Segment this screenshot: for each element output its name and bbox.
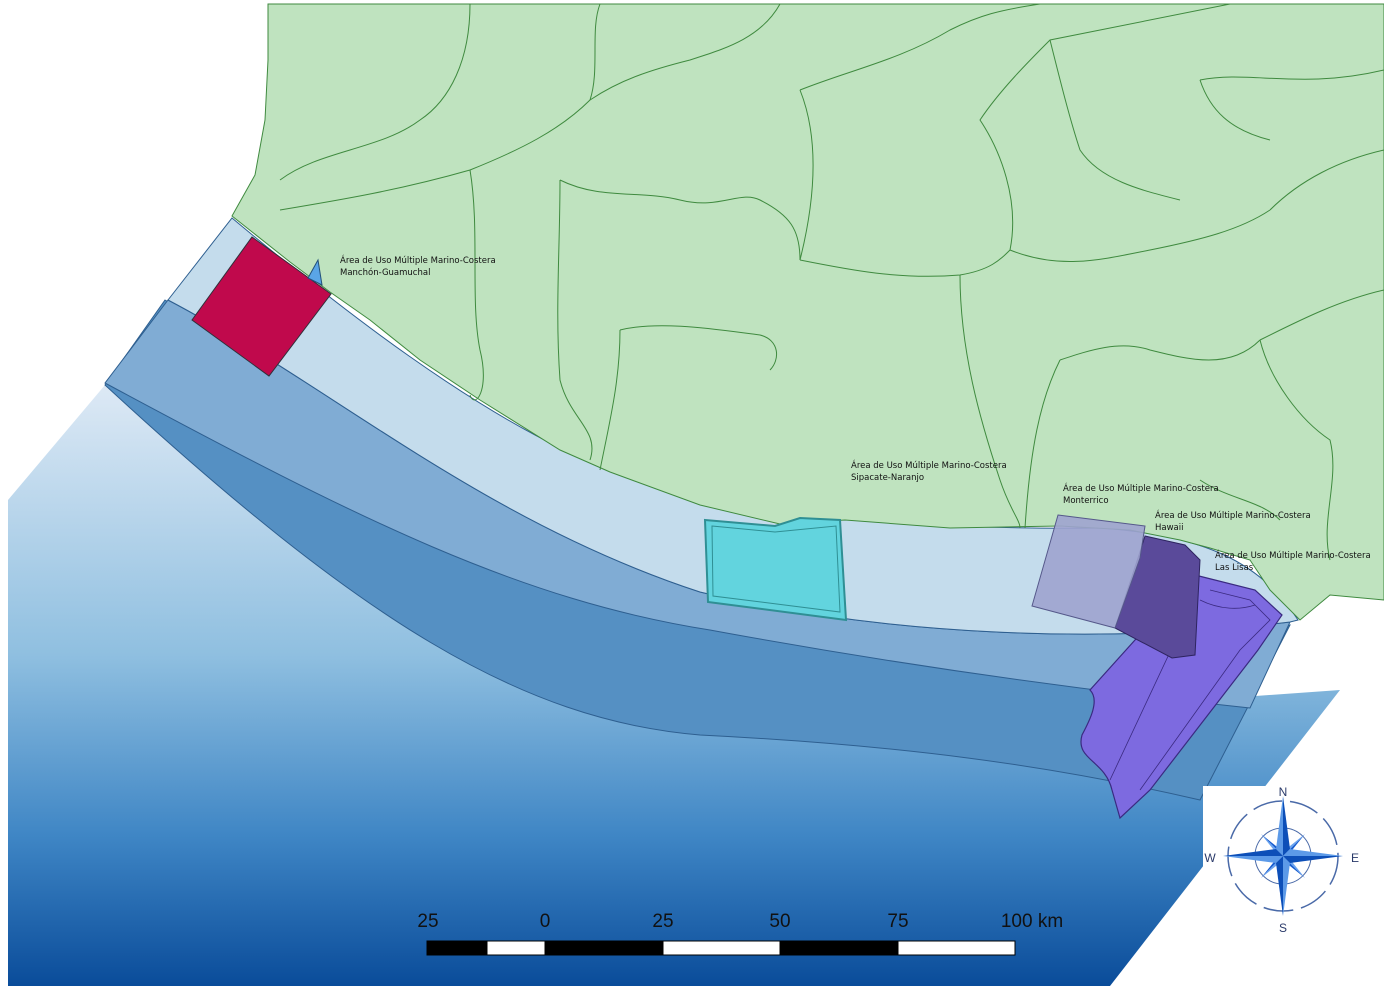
compass-e: E — [1351, 851, 1359, 865]
label-manchon-line2: Manchón-Guamuchal — [340, 267, 430, 278]
label-monterrico-line2: Monterrico — [1063, 496, 1109, 506]
label-sipacate-line2: Sipacate-Naranjo — [851, 473, 924, 483]
area-manchon-triangle — [307, 258, 323, 286]
scale-label-5: 100 km — [1001, 911, 1063, 932]
compass-n: N — [1279, 785, 1288, 799]
area-manchon-guamuchal[interactable] — [191, 236, 332, 377]
label-hawaii-line2: Hawaii — [1155, 523, 1183, 533]
scale-label-0: 25 — [417, 911, 438, 932]
scale-label-4: 75 — [887, 911, 908, 932]
label-manchon-line1: Área de Uso Múltiple Marino-Costera — [340, 254, 496, 266]
label-sipacate-line1: Área de Uso Múltiple Marino-Costera — [851, 459, 1007, 471]
scale-label-2: 25 — [652, 911, 673, 932]
label-las-lisas-line2: Las Lisas — [1215, 563, 1254, 573]
compass-s: S — [1279, 921, 1287, 935]
area-monterrico[interactable] — [1031, 514, 1146, 629]
label-hawaii-line1: Área de Uso Múltiple Marino-Costera — [1155, 509, 1311, 521]
area-las-lisas[interactable] — [1080, 574, 1283, 820]
area-sipacate-naranjo[interactable] — [703, 516, 848, 622]
area-sipacate-naranjo-inner — [711, 525, 841, 613]
label-monterrico-line1: Área de Uso Múltiple Marino-Costera — [1063, 482, 1219, 494]
label-las-lisas-line1: Área de Uso Múltiple Marino-Costera — [1215, 549, 1371, 561]
scale-label-1: 0 — [540, 911, 551, 932]
scale-label-3: 50 — [769, 911, 790, 932]
compass-w: W — [1204, 851, 1216, 865]
scale-bar: 25 0 25 50 75 100 km — [417, 911, 1063, 956]
municipal-borders — [279, 3, 1384, 561]
compass-rose-icon: N S E W — [1203, 785, 1383, 935]
